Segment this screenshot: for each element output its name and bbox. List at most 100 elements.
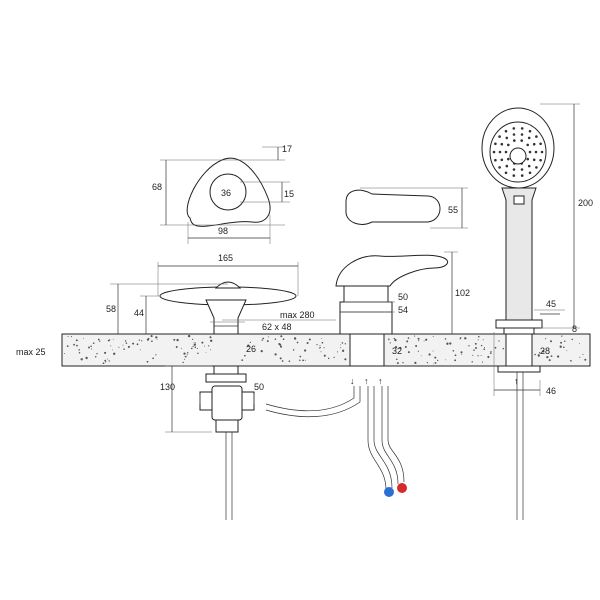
counter-speckle <box>425 338 428 341</box>
counter-speckle <box>420 355 422 357</box>
counter-speckle <box>394 338 397 342</box>
counter-speckle <box>560 341 563 344</box>
counter-speckle <box>563 346 565 349</box>
counter-speckle <box>288 360 291 363</box>
counter-speckle <box>182 361 184 364</box>
counter-speckle <box>538 352 541 354</box>
shower-nozzle <box>507 157 510 161</box>
counter-speckle <box>150 335 153 338</box>
shower-nozzle <box>527 164 531 168</box>
counter-speckle <box>152 357 154 360</box>
shower-nozzle <box>498 150 502 154</box>
diverter-hose <box>265 386 355 412</box>
svg-text:↑: ↑ <box>514 376 519 386</box>
counter-speckle <box>94 356 97 358</box>
counter-speckle <box>584 358 587 361</box>
counter-speckle <box>155 336 158 339</box>
counter-speckle <box>127 345 130 348</box>
counter-speckle <box>550 355 553 358</box>
counter-speckle <box>124 340 127 342</box>
counter-speckle <box>261 339 263 341</box>
counter-speckle <box>482 339 484 341</box>
counter-speckle <box>192 345 194 348</box>
counter-speckle <box>579 356 581 358</box>
counter-speckle <box>193 343 196 346</box>
counter-speckle <box>92 342 95 345</box>
counter-speckle <box>201 341 204 344</box>
counter-speckle <box>498 340 500 342</box>
shower-nozzle <box>504 171 508 175</box>
shower-nozzle <box>507 143 510 147</box>
cold-connector <box>384 487 394 497</box>
counter-speckle <box>173 338 176 341</box>
counter-speckle <box>184 355 187 358</box>
shower-nozzle <box>498 166 501 169</box>
counter-speckle <box>183 358 185 360</box>
spout-top-view <box>345 187 468 229</box>
counter-speckle <box>323 354 326 357</box>
countertop <box>61 333 591 367</box>
diverter-valve <box>165 365 255 520</box>
shower-nozzle <box>528 150 532 154</box>
counter-speckle <box>210 349 211 351</box>
counter-speckle <box>487 355 490 359</box>
counter-speckle <box>110 345 112 347</box>
counter-speckle <box>407 351 410 354</box>
counter-speckle <box>472 354 474 356</box>
shower-nozzle <box>504 129 508 133</box>
counter-speckle <box>299 359 301 361</box>
counter-speckle <box>393 337 396 340</box>
counter-speckle <box>394 346 398 349</box>
counter-speckle <box>417 350 419 352</box>
counter-speckle <box>340 347 342 349</box>
counter-speckle <box>196 347 198 350</box>
counter-speckle <box>564 340 566 343</box>
shower-nozzle <box>500 142 504 146</box>
counter-speckle <box>417 337 420 340</box>
counter-speckle <box>122 344 124 346</box>
counter-speckle <box>454 359 457 362</box>
counter-speckle <box>396 362 399 365</box>
counter-speckle <box>266 340 269 343</box>
shower-nozzle <box>512 174 516 177</box>
counter-speckle <box>186 352 189 354</box>
counter-speckle <box>247 344 250 347</box>
counter-speckle <box>209 336 212 339</box>
counter-speckle <box>88 346 90 349</box>
counter-speckle <box>464 337 467 340</box>
counter-speckle <box>308 338 311 341</box>
counter-speckle <box>414 335 416 337</box>
counter-speckle <box>433 363 435 364</box>
shower-nozzle <box>520 133 524 136</box>
shower-nozzle <box>520 168 524 171</box>
counter-speckle <box>279 343 282 346</box>
counter-speckle <box>483 348 486 351</box>
counter-speckle <box>70 336 72 338</box>
counter-speckle <box>446 342 449 345</box>
counter-speckle <box>545 338 547 340</box>
shower-nozzle <box>520 139 523 142</box>
shower-nozzle <box>532 158 536 162</box>
counter-speckle <box>571 338 573 341</box>
label-counter-thickness: max 25 <box>16 347 46 357</box>
shower-nozzle <box>528 171 532 175</box>
label-base-size: 62 x 48 <box>262 322 292 332</box>
counter-speckle <box>66 345 69 347</box>
svg-text:↑: ↑ <box>378 376 383 386</box>
counter-speckle <box>333 356 335 359</box>
counter-speckle <box>112 349 113 351</box>
counter-speckle <box>75 339 78 342</box>
counter-speckle <box>97 338 100 341</box>
counter-speckle <box>175 346 178 348</box>
counter-speckle <box>183 352 186 355</box>
counter-speckle <box>341 349 345 352</box>
counter-speckle <box>327 357 330 360</box>
shower-nozzle <box>492 150 496 154</box>
counter-speckle <box>426 361 429 364</box>
label-shower-hole: 46 <box>546 386 556 396</box>
shower-nozzle <box>540 150 544 154</box>
shower-nozzle <box>526 143 529 147</box>
label-handle-depth: 68 <box>152 182 162 192</box>
shower-nozzle <box>504 150 508 154</box>
counter-speckle <box>180 348 182 350</box>
